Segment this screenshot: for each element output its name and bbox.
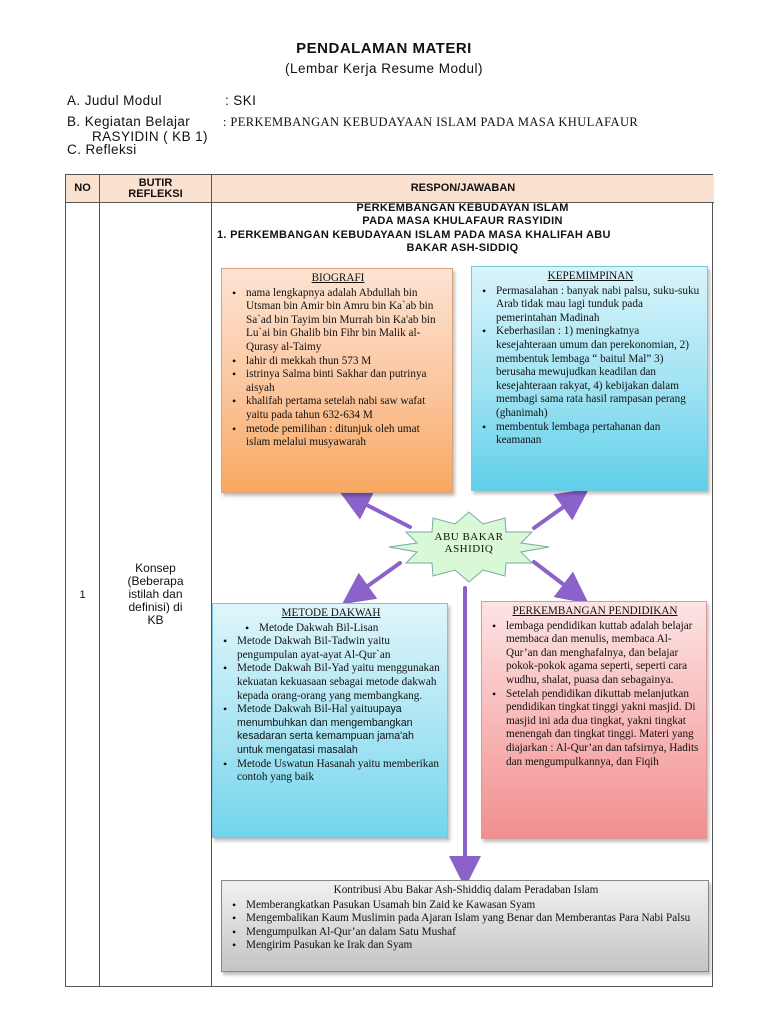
list-item: Metode Dakwah Bil-Lisan [243, 622, 441, 636]
section-heading-line2: PADA MASA KHULAFAUR RASYIDIN [362, 215, 563, 227]
list-item: Metode Uswatun Hasanah yaitu memberikan … [221, 758, 441, 785]
abu-bakar-star-shape [388, 511, 550, 583]
biografi-box: BIOGRAFI nama lengkapnya adalah Abdullah… [221, 268, 453, 493]
column-divider [211, 175, 212, 986]
list-item: istrinya Salma binti Sakhar dan putrinya… [230, 368, 446, 395]
page-title: PENDALAMAN MATERI [296, 40, 472, 57]
list-item: Mengirim Pasukan ke Irak dan Syam [230, 939, 702, 953]
refleksi-label: C. Refleksi [67, 142, 137, 157]
butir-line: KB [147, 613, 164, 627]
list-item: Setelah pendidikan dikuttab melanjutkan … [490, 688, 700, 770]
kegiatan-value: : PERKEMBANGAN KEBUDAYAAN ISLAM PADA MAS… [223, 115, 639, 129]
kegiatan-value-line2: RASYIDIN ( KB 1) [92, 129, 208, 144]
list-item: metode pemilihan : ditunjuk oleh umat is… [230, 423, 446, 450]
row-butir: Konsep (Beberapa istilah dan definisi) d… [100, 203, 211, 986]
biografi-title: BIOGRAFI [311, 272, 365, 284]
section-heading-line3: 1. PERKEMBANGAN KEBUDAYAAN ISLAM PADA MA… [217, 229, 611, 241]
judul-value: : SKI [225, 93, 257, 108]
kepemimpinan-box: KEPEMIMPINAN Permasalahan : banyak nabi … [471, 266, 708, 491]
abu-bakar-center-label: ABU BAKAR ASHIDIQ [386, 531, 552, 555]
column-divider [99, 175, 100, 986]
reflection-table: NO BUTIR REFLEKSI RESPON/JAWABAN 1 Konse… [65, 174, 714, 987]
list-item: lahir di mekkah thun 573 M [230, 355, 446, 369]
row-number: 1 [79, 588, 86, 601]
judul-label: A. Judul Modul [67, 93, 162, 108]
center-line1: ABU BAKAR [434, 531, 504, 543]
page-subtitle: (Lembar Kerja Resume Modul) [284, 61, 484, 76]
list-item: Permasalahan : banyak nabi palsu, suku-s… [480, 285, 701, 326]
list-item: Mengumpulkan Al-Qur’an dalam Satu Mushaf [230, 926, 702, 940]
section-heading-line4: BAKAR ASH-SIDDIQ [406, 242, 519, 254]
header-butir-line1: BUTIR [138, 176, 173, 189]
list-item: Mengembalikan Kaum Muslimin pada Ajaran … [230, 912, 702, 926]
section-heading-line1: PERKEMBANGAN KEBUDAYAN ISLAM [356, 202, 569, 214]
metode-title: METODE DAKWAH [281, 607, 381, 619]
kegiatan-belajar-row: B. Kegiatan Belajar : PERKEMBANGAN KEBUDA… [67, 114, 638, 130]
butir-line: Konsep [135, 561, 176, 575]
kepemimpinan-title: KEPEMIMPINAN [547, 270, 634, 282]
list-item: Memberangkatkan Pasukan Usamah bin Zaid … [230, 899, 702, 913]
list-item: Metode Dakwah Bil-Yad yaitu menggunakan … [221, 662, 441, 703]
center-line2: ASHIDIQ [444, 543, 494, 555]
judul-modul-row: A. Judul Modul : SKI [67, 93, 256, 108]
header-no: NO [66, 175, 99, 203]
metode-dakwah-box: METODE DAKWAH Metode Dakwah Bil-Lisan Me… [212, 603, 448, 838]
butir-line: (Beberapa [127, 574, 184, 588]
bilhal-rest: upaya menumbuhkan dan mengembangkan kesa… [237, 703, 414, 756]
list-item: Keberhasilan : 1) meningkatnya kesejahte… [480, 325, 701, 420]
kegiatan-label: B. Kegiatan Belajar [67, 114, 191, 129]
bilhal-lead: Metode Dakwah Bil-Hal yaitu [237, 703, 373, 716]
pendidikan-title: PERKEMBANGAN PENDIDIKAN [512, 605, 678, 617]
list-item: Metode Dakwah Bil-Tadwin yaitu pengumpul… [221, 635, 441, 662]
list-item: Metode Dakwah Bil-Hal yaituupaya menumbu… [221, 703, 441, 757]
kontribusi-title: Kontribusi Abu Bakar Ash-Shiddiq dalam P… [333, 884, 599, 896]
kontribusi-box: Kontribusi Abu Bakar Ash-Shiddiq dalam P… [221, 880, 709, 972]
butir-line: definisi) di [128, 600, 183, 614]
list-item: khalifah pertama setelah nabi saw wafat … [230, 395, 446, 422]
list-item: lembaga pendidikan kuttab adalah belajar… [490, 620, 700, 688]
list-item: membentuk lembaga pertahanan dan keamana… [480, 421, 701, 448]
butir-line: istilah dan [128, 587, 183, 601]
pendidikan-box: PERKEMBANGAN PENDIDIKAN lembaga pendidik… [481, 601, 707, 839]
header-butir-line2: REFLEKSI [128, 187, 183, 200]
header-butir: BUTIR REFLEKSI [100, 175, 211, 203]
list-item: nama lengkapnya adalah Abdullah bin Utsm… [230, 287, 446, 355]
header-respon: RESPON/JAWABAN [212, 175, 714, 203]
